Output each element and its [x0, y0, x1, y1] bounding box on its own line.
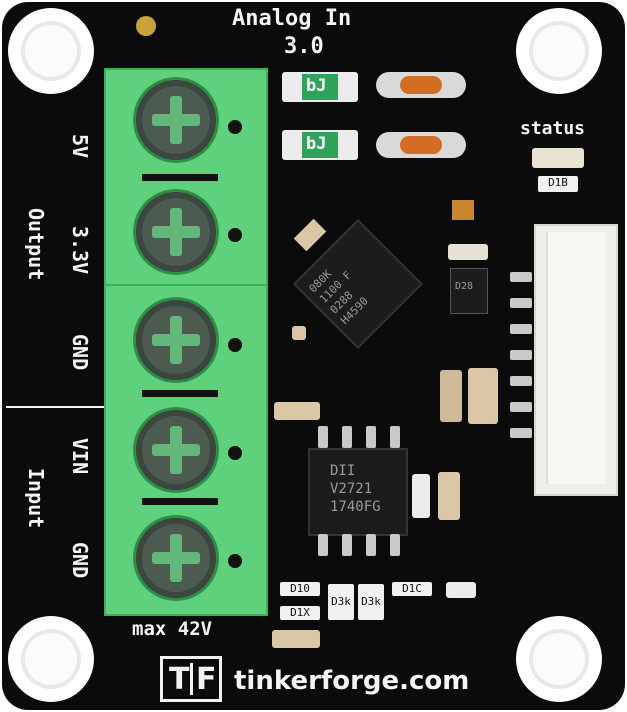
terminal-divider	[142, 174, 218, 181]
wire-hole	[228, 338, 242, 352]
chip-pin	[366, 426, 376, 448]
screw-3v3	[136, 192, 216, 272]
connector-pin	[510, 350, 532, 360]
mounting-hole-top-right	[516, 8, 602, 94]
logo-letter: F	[196, 662, 217, 697]
capacitor-bj-bottom: bJ	[282, 130, 358, 160]
capacitor-label: bJ	[306, 134, 327, 154]
group-label-input: Input	[24, 468, 48, 529]
pin-label-vin: VIN	[68, 438, 92, 475]
screw-gnd-output	[136, 300, 216, 380]
gold-via	[136, 16, 156, 36]
connector-pin	[510, 272, 532, 282]
board-title-line2: 3.0	[284, 34, 324, 59]
capacitor-label: bJ	[306, 76, 327, 96]
logo-letter: T	[169, 662, 190, 697]
connector-pin	[510, 402, 532, 412]
pin-label-5v: 5V	[68, 134, 92, 159]
smd-component	[293, 218, 327, 252]
mounting-hole-top-left	[8, 8, 94, 94]
wire-hole	[228, 228, 242, 242]
max-voltage-label: max 42V	[132, 618, 213, 640]
mounting-hole-bottom-left	[8, 616, 94, 702]
chip-pin	[390, 426, 400, 448]
tinkerforge-logo: T F	[160, 656, 222, 702]
pin-label-gnd-output: GND	[68, 334, 92, 371]
resistor-d3k: D3k	[358, 584, 384, 620]
mounting-hole-bottom-right	[516, 616, 602, 702]
smd-component	[292, 326, 306, 340]
connector-pin	[510, 298, 532, 308]
capacitor	[274, 402, 320, 420]
opamp-chip: DII V2721 1740FG	[308, 448, 408, 536]
chip-marking: DII V2721 1740FG	[330, 463, 381, 515]
wire-hole	[228, 446, 242, 460]
capacitor	[440, 370, 462, 422]
capacitor	[272, 630, 320, 648]
diode-top	[376, 72, 466, 98]
small-chip: D28	[450, 268, 488, 314]
smd-component	[452, 200, 474, 220]
status-label: status	[520, 118, 586, 139]
resistor-d1b: D1B	[538, 176, 578, 192]
wire-hole	[228, 120, 242, 134]
chip-pin	[342, 426, 352, 448]
chip-pin	[342, 534, 352, 556]
diode-bottom	[376, 132, 466, 158]
capacitor	[448, 244, 488, 260]
chip-pin	[318, 426, 328, 448]
resistor-d10: D10	[280, 582, 320, 596]
bricklet-connector	[534, 224, 618, 496]
brand-url: tinkerforge.com	[234, 666, 470, 696]
resistor-d3k: D3k	[328, 584, 354, 620]
terminal-divider	[142, 498, 218, 505]
chip-pin	[318, 534, 328, 556]
board-title-line1: Analog In	[232, 6, 352, 31]
screw-gnd-input	[136, 518, 216, 598]
pin-label-gnd-input: GND	[68, 542, 92, 579]
capacitor-bj-top: bJ	[282, 72, 358, 102]
pin-label-3v3: 3.3V	[68, 226, 92, 275]
chip-marking: 080K 1100 F 0288 H4590	[306, 267, 371, 328]
terminal-divider	[142, 390, 218, 397]
group-separator-line	[6, 406, 104, 408]
capacitor	[446, 582, 476, 598]
status-led	[532, 148, 584, 168]
resistor-d1x: D1X	[280, 606, 320, 620]
chip-pin	[390, 534, 400, 556]
group-label-output: Output	[24, 208, 48, 281]
resistor-d1c: D1C	[392, 582, 432, 596]
connector-pin	[510, 428, 532, 438]
capacitor	[438, 472, 460, 520]
connector-pin	[510, 324, 532, 334]
connector-pin	[510, 376, 532, 386]
capacitor	[412, 474, 430, 518]
screw-vin	[136, 410, 216, 490]
capacitor	[468, 368, 498, 424]
screw-5v	[136, 80, 216, 160]
wire-hole	[228, 554, 242, 568]
chip-pin	[366, 534, 376, 556]
